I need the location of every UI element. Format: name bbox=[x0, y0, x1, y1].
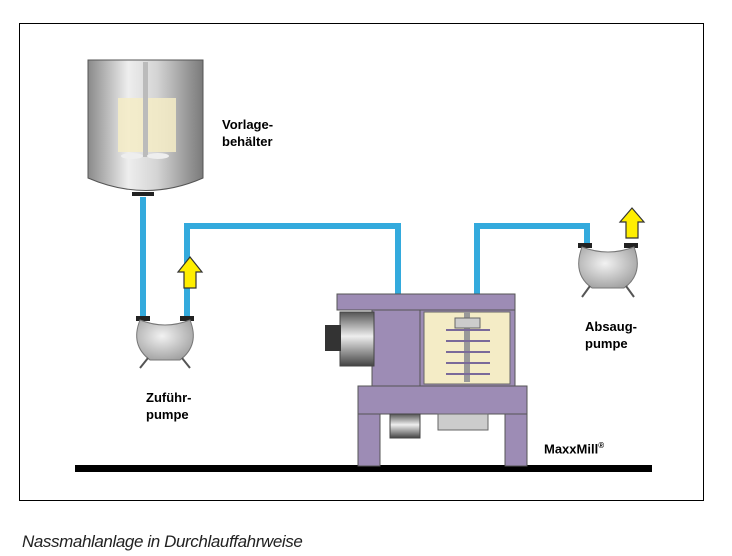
registered-mark: ® bbox=[598, 441, 605, 450]
suction-pump bbox=[578, 243, 638, 298]
flow-up-arrow-icon bbox=[176, 256, 204, 289]
feed-pump-label-line-2: pumpe bbox=[146, 407, 189, 422]
figure-caption: Nassmahlanlage in Durchlauffahrweise bbox=[22, 532, 303, 551]
suction-pump-label: Absaug- pumpe bbox=[585, 318, 637, 352]
mill-label: MaxxMill® bbox=[544, 437, 604, 457]
ground-line bbox=[75, 465, 652, 472]
suction-pump-label-line-2: pumpe bbox=[585, 336, 628, 351]
tank-label-line-2: behälter bbox=[222, 134, 273, 149]
tank-label: Vorlage- behälter bbox=[222, 116, 273, 150]
mill-name: MaxxMill bbox=[544, 441, 599, 457]
feed-pump-label: Zuführ- pumpe bbox=[146, 389, 191, 423]
flow-up-arrow-icon bbox=[618, 207, 646, 239]
feed-tank bbox=[87, 59, 204, 196]
maxxmill bbox=[325, 293, 528, 467]
suction-pump-label-line-1: Absaug- bbox=[585, 319, 637, 334]
tank-label-line-1: Vorlage- bbox=[222, 117, 274, 132]
diagram-frame bbox=[19, 23, 704, 501]
feed-pump-label-line-1: Zuführ- bbox=[146, 390, 192, 405]
pipe-mill-to-suction-pump bbox=[474, 223, 590, 294]
feed-pump bbox=[136, 316, 194, 369]
